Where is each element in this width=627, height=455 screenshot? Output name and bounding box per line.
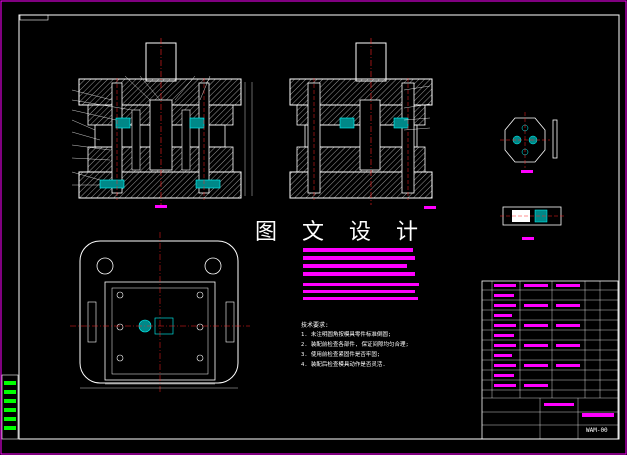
margin-strip [1, 374, 19, 440]
frame-corner-tag [19, 14, 49, 21]
side-section-view [289, 38, 436, 209]
part-detail-mid [500, 206, 565, 240]
notes-title: 技术要求: [301, 322, 329, 329]
title-block [481, 280, 619, 440]
note-line: 4. 装配后检查模具动作是否灵活. [301, 362, 386, 368]
note-block [303, 248, 419, 300]
note-line: 3. 使用前检查紧固件是否牢固; [301, 352, 381, 358]
front-section-view [71, 38, 253, 208]
inner-frame [18, 14, 620, 440]
watermark-text: 图 文 设 计 [255, 220, 427, 245]
plan-view [70, 232, 250, 392]
part-detail-top [500, 112, 558, 173]
note-line: 2. 装配前检查各部件, 保证间隙均匀合理; [301, 342, 409, 348]
note-line: 1. 未注明圆角按模具零件标准倒圆; [301, 332, 392, 338]
drawing-number: WAM-00 [586, 427, 608, 434]
